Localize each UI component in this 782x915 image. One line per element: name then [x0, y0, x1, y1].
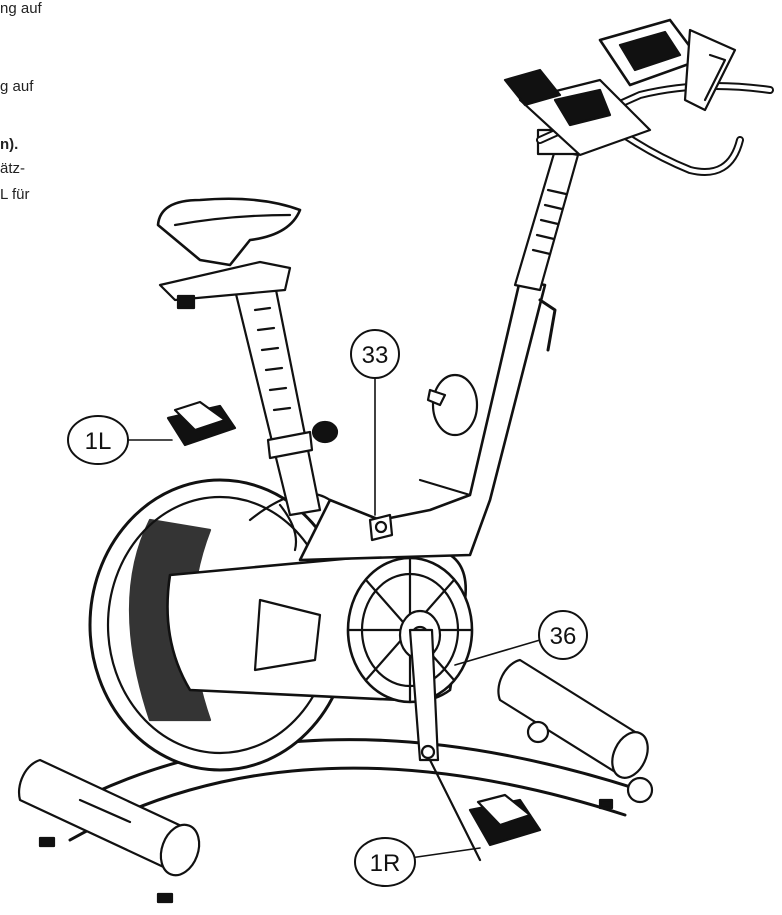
- console: [598, 18, 737, 112]
- text-fragment-3: n).: [0, 136, 19, 153]
- pedal-left: [166, 400, 237, 447]
- brake-knob: [426, 373, 479, 437]
- callout-1r: 1R: [354, 837, 416, 887]
- saddle: [156, 197, 302, 310]
- callout-33: 33: [350, 329, 400, 379]
- crank-arm: [408, 628, 482, 862]
- text-fragment-2: g auf: [0, 78, 34, 95]
- callout-leaders: [127, 377, 541, 859]
- front-stabilizer: [497, 658, 654, 810]
- text-fragment-1: ng auf: [0, 0, 42, 17]
- callout-1r-label: 1R: [370, 850, 401, 877]
- rear-stabilizer: [17, 758, 201, 904]
- seat-post: [233, 283, 339, 517]
- callout-36: 36: [538, 610, 588, 660]
- callout-1l: 1L: [67, 415, 129, 465]
- callout-36-label: 36: [550, 623, 577, 650]
- main-frame: [248, 278, 547, 562]
- pedal-right: [468, 793, 542, 847]
- text-fragment-4: ätz-: [0, 160, 26, 177]
- handlebars: [503, 68, 774, 176]
- bottle-holder: [368, 513, 394, 542]
- callout-33-label: 33: [362, 342, 389, 369]
- text-fragment-5: L für: [0, 186, 30, 203]
- callout-1l-label: 1L: [85, 428, 112, 455]
